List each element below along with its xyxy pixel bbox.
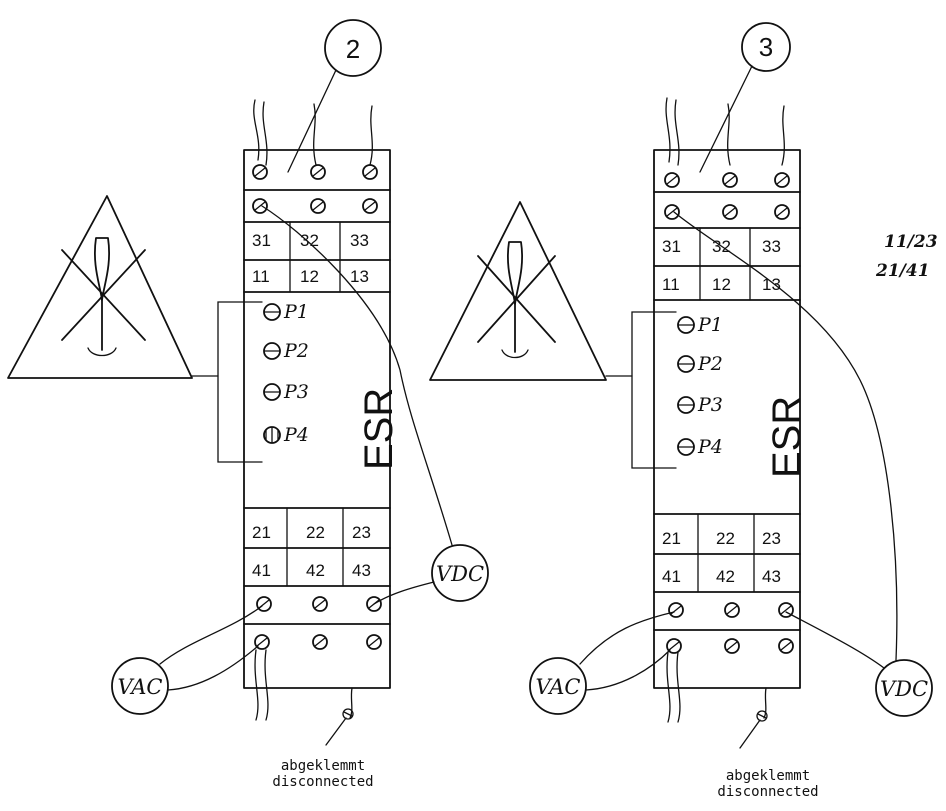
right-terminal-33: 33 xyxy=(762,237,781,256)
right-device-label: ESR xyxy=(765,396,809,478)
right-potentiometers: P1 P2 P3 P4 xyxy=(677,314,723,458)
left-terminal-41: 41 xyxy=(252,561,271,580)
right-terminal-42: 42 xyxy=(716,567,735,586)
right-ac-wire-1 xyxy=(579,611,675,665)
right-dc-meter-label: VDC xyxy=(880,677,928,701)
right-warning-triangle-icon xyxy=(429,201,607,381)
side-note-line2: 21/41 xyxy=(875,261,930,281)
left-terminal-32: 32 xyxy=(300,231,319,250)
left-terminal-43: 43 xyxy=(352,561,371,580)
right-device-body xyxy=(653,149,801,689)
right-bottom-wires xyxy=(666,651,681,723)
left-device-label: ESR xyxy=(357,388,401,470)
left-terminal-33: 33 xyxy=(350,231,369,250)
left-bottom-screws xyxy=(254,596,382,650)
right-note-line1: abgeklemmt xyxy=(726,768,810,784)
right-dc-meter xyxy=(875,659,933,717)
right-terminal-11: 11 xyxy=(662,275,680,294)
left-ac-wire-2 xyxy=(167,645,259,691)
right-terminal-43: 43 xyxy=(762,567,781,586)
right-dc-wire-upper xyxy=(673,211,898,661)
right-pot-p1: P1 xyxy=(697,314,723,336)
left-dc-wire-lower xyxy=(373,581,435,605)
left-warning-triangle-icon xyxy=(7,195,193,379)
left-device-body xyxy=(243,149,391,689)
left-ac-meter xyxy=(111,657,169,715)
left-top-wire-2 xyxy=(313,103,317,166)
right-pot-p4: P4 xyxy=(697,436,723,458)
left-disconnected-wire xyxy=(349,687,353,719)
right-ac-wire-2 xyxy=(585,649,671,691)
right-callout-circle xyxy=(741,22,791,72)
left-bottom-wires xyxy=(254,649,269,721)
left-callout-number: 2 xyxy=(346,34,360,64)
right-pot-p3: P3 xyxy=(697,394,723,416)
left-pot-p1: P1 xyxy=(283,301,309,323)
left-terminal-31: 31 xyxy=(252,231,271,250)
left-terminal-22: 22 xyxy=(306,523,325,542)
left-dc-meter-label: VDC xyxy=(436,562,484,586)
left-diagram: 2 31 32 33 11 12 13 xyxy=(7,19,489,790)
right-pot-p2: P2 xyxy=(697,353,723,375)
left-terminal-13: 13 xyxy=(350,267,369,286)
left-top-wire-3 xyxy=(369,105,373,166)
left-pot-p4: P4 xyxy=(283,424,309,446)
left-terminal-11: 11 xyxy=(252,267,270,286)
left-callout-circle xyxy=(324,19,382,77)
left-terminal-12: 12 xyxy=(300,267,319,286)
right-terminal-22: 22 xyxy=(716,529,735,548)
left-note-leader xyxy=(325,717,347,746)
right-diagram: 3 31 32 33 11 12 13 P1 xyxy=(429,22,933,800)
left-top-wires-1 xyxy=(253,99,268,166)
right-top-wire-2 xyxy=(727,103,731,166)
left-note-line1: abgeklemmt xyxy=(281,758,365,774)
right-terminal-12: 12 xyxy=(712,275,731,294)
right-terminal-41: 41 xyxy=(662,567,681,586)
right-dc-wire-lower xyxy=(785,611,885,669)
left-pot-p3: P3 xyxy=(283,381,309,403)
right-ac-meter xyxy=(529,657,587,715)
right-top-wires-1 xyxy=(665,97,680,166)
left-ac-wire-1 xyxy=(159,605,263,665)
right-pot-bracket xyxy=(631,311,677,469)
right-disconnected-wire xyxy=(763,687,767,719)
left-note-line2: disconnected xyxy=(272,774,373,790)
left-potentiometers: P1 P2 P3 P4 xyxy=(263,301,309,446)
right-top-wire-3 xyxy=(781,105,785,166)
left-pot-bracket xyxy=(217,301,263,463)
left-ac-meter-label: VAC xyxy=(118,675,163,699)
left-callout-leader xyxy=(287,69,337,173)
right-callout-number: 3 xyxy=(759,32,773,62)
right-top-screws xyxy=(664,172,790,220)
right-bottom-screws xyxy=(666,602,794,654)
right-terminal-23: 23 xyxy=(762,529,781,548)
side-note-line1: 11/23 xyxy=(884,232,938,252)
right-callout-leader xyxy=(699,65,753,173)
right-note-line2: disconnected xyxy=(717,784,818,800)
right-terminal-21: 21 xyxy=(662,529,681,548)
left-terminal-21: 21 xyxy=(252,523,271,542)
right-terminal-31: 31 xyxy=(662,237,681,256)
right-note-leader xyxy=(739,719,761,749)
left-terminal-23: 23 xyxy=(352,523,371,542)
left-dc-meter xyxy=(431,544,489,602)
left-top-screws xyxy=(252,164,378,214)
right-terminal-13: 13 xyxy=(762,275,781,294)
left-pot-p2: P2 xyxy=(283,340,309,362)
left-dc-wire-upper xyxy=(261,205,453,546)
left-terminal-42: 42 xyxy=(306,561,325,580)
right-ac-meter-label: VAC xyxy=(536,675,581,699)
